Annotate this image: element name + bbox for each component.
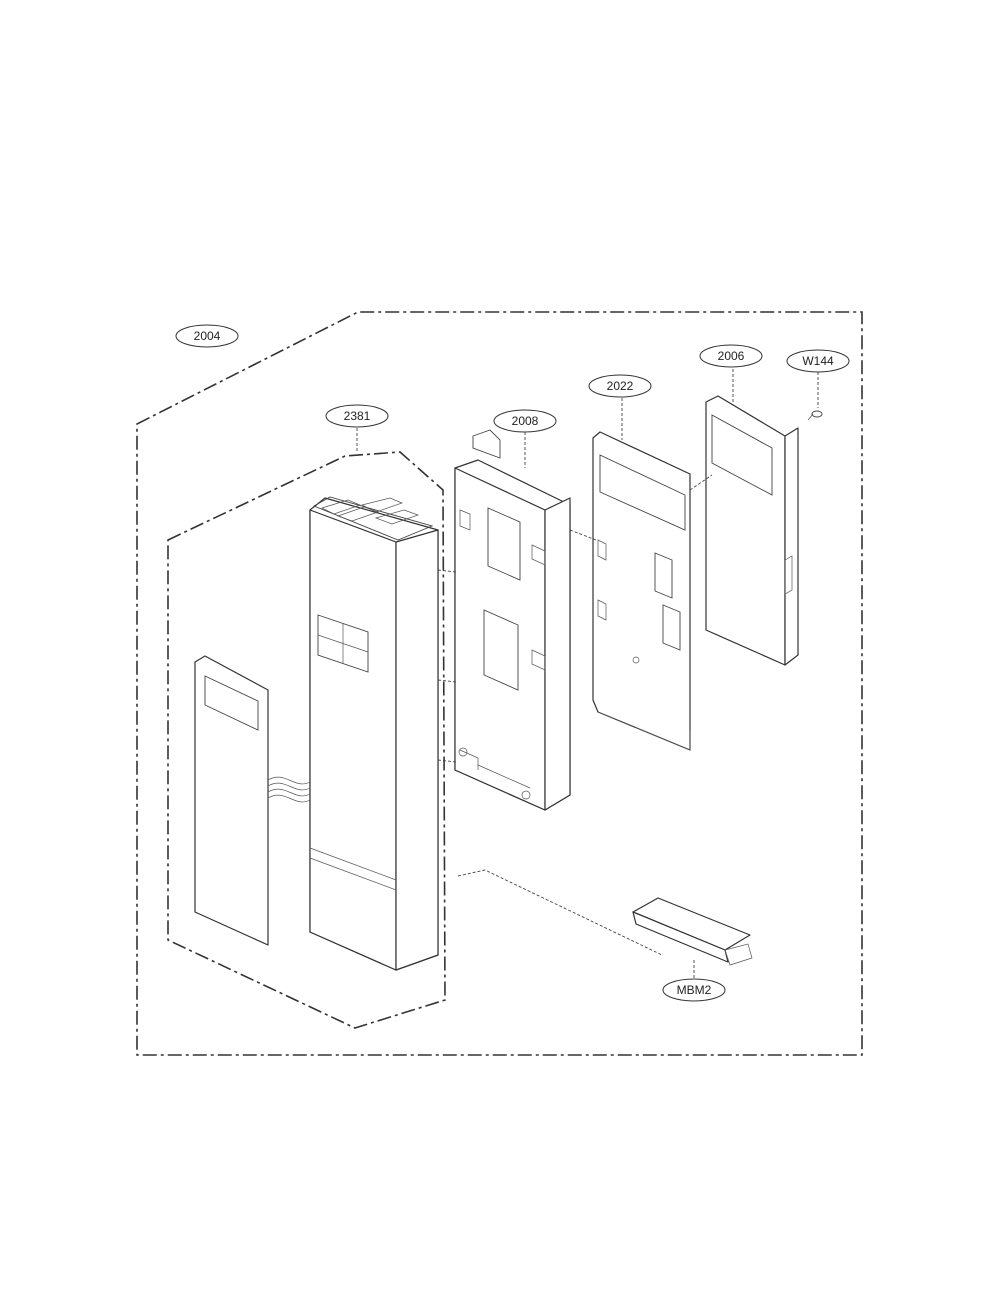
callout-2004: 2004 xyxy=(175,324,239,348)
front-panel-body xyxy=(309,496,439,971)
control-pcb xyxy=(592,431,691,751)
front-panel-group-boundary xyxy=(167,451,446,1029)
callout-2008-text: 2008 xyxy=(512,414,539,428)
callout-2008: 2008 xyxy=(493,409,557,433)
alignment-guide-2 xyxy=(437,679,457,683)
tape-strip xyxy=(632,897,753,966)
alignment-guide-3 xyxy=(437,759,457,763)
display-board xyxy=(705,395,799,666)
callout-2022: 2022 xyxy=(588,374,652,398)
callout-2006: 2006 xyxy=(699,344,763,368)
callout-w144-text: W144 xyxy=(802,354,834,368)
callout-2004-text: 2004 xyxy=(194,329,221,343)
alignment-guide-4 xyxy=(569,529,597,541)
housing-frame xyxy=(454,429,571,811)
callout-2381: 2381 xyxy=(325,404,389,428)
callout-2381-text: 2381 xyxy=(344,409,371,423)
callout-mbm2-text: MBM2 xyxy=(677,983,712,997)
ribbon-cable xyxy=(267,776,311,803)
alignment-guide-5 xyxy=(689,474,713,491)
callout-mbm2: MBM2 xyxy=(662,978,726,1002)
alignment-guide-1 xyxy=(437,569,457,573)
overlay-sheet xyxy=(194,655,269,946)
callout-2022-text: 2022 xyxy=(607,379,634,393)
tape-guide-line xyxy=(457,869,663,956)
screw xyxy=(807,410,823,421)
assembly-boundary xyxy=(136,311,863,1056)
callout-2006-text: 2006 xyxy=(718,349,745,363)
callout-w144: W144 xyxy=(786,349,850,373)
